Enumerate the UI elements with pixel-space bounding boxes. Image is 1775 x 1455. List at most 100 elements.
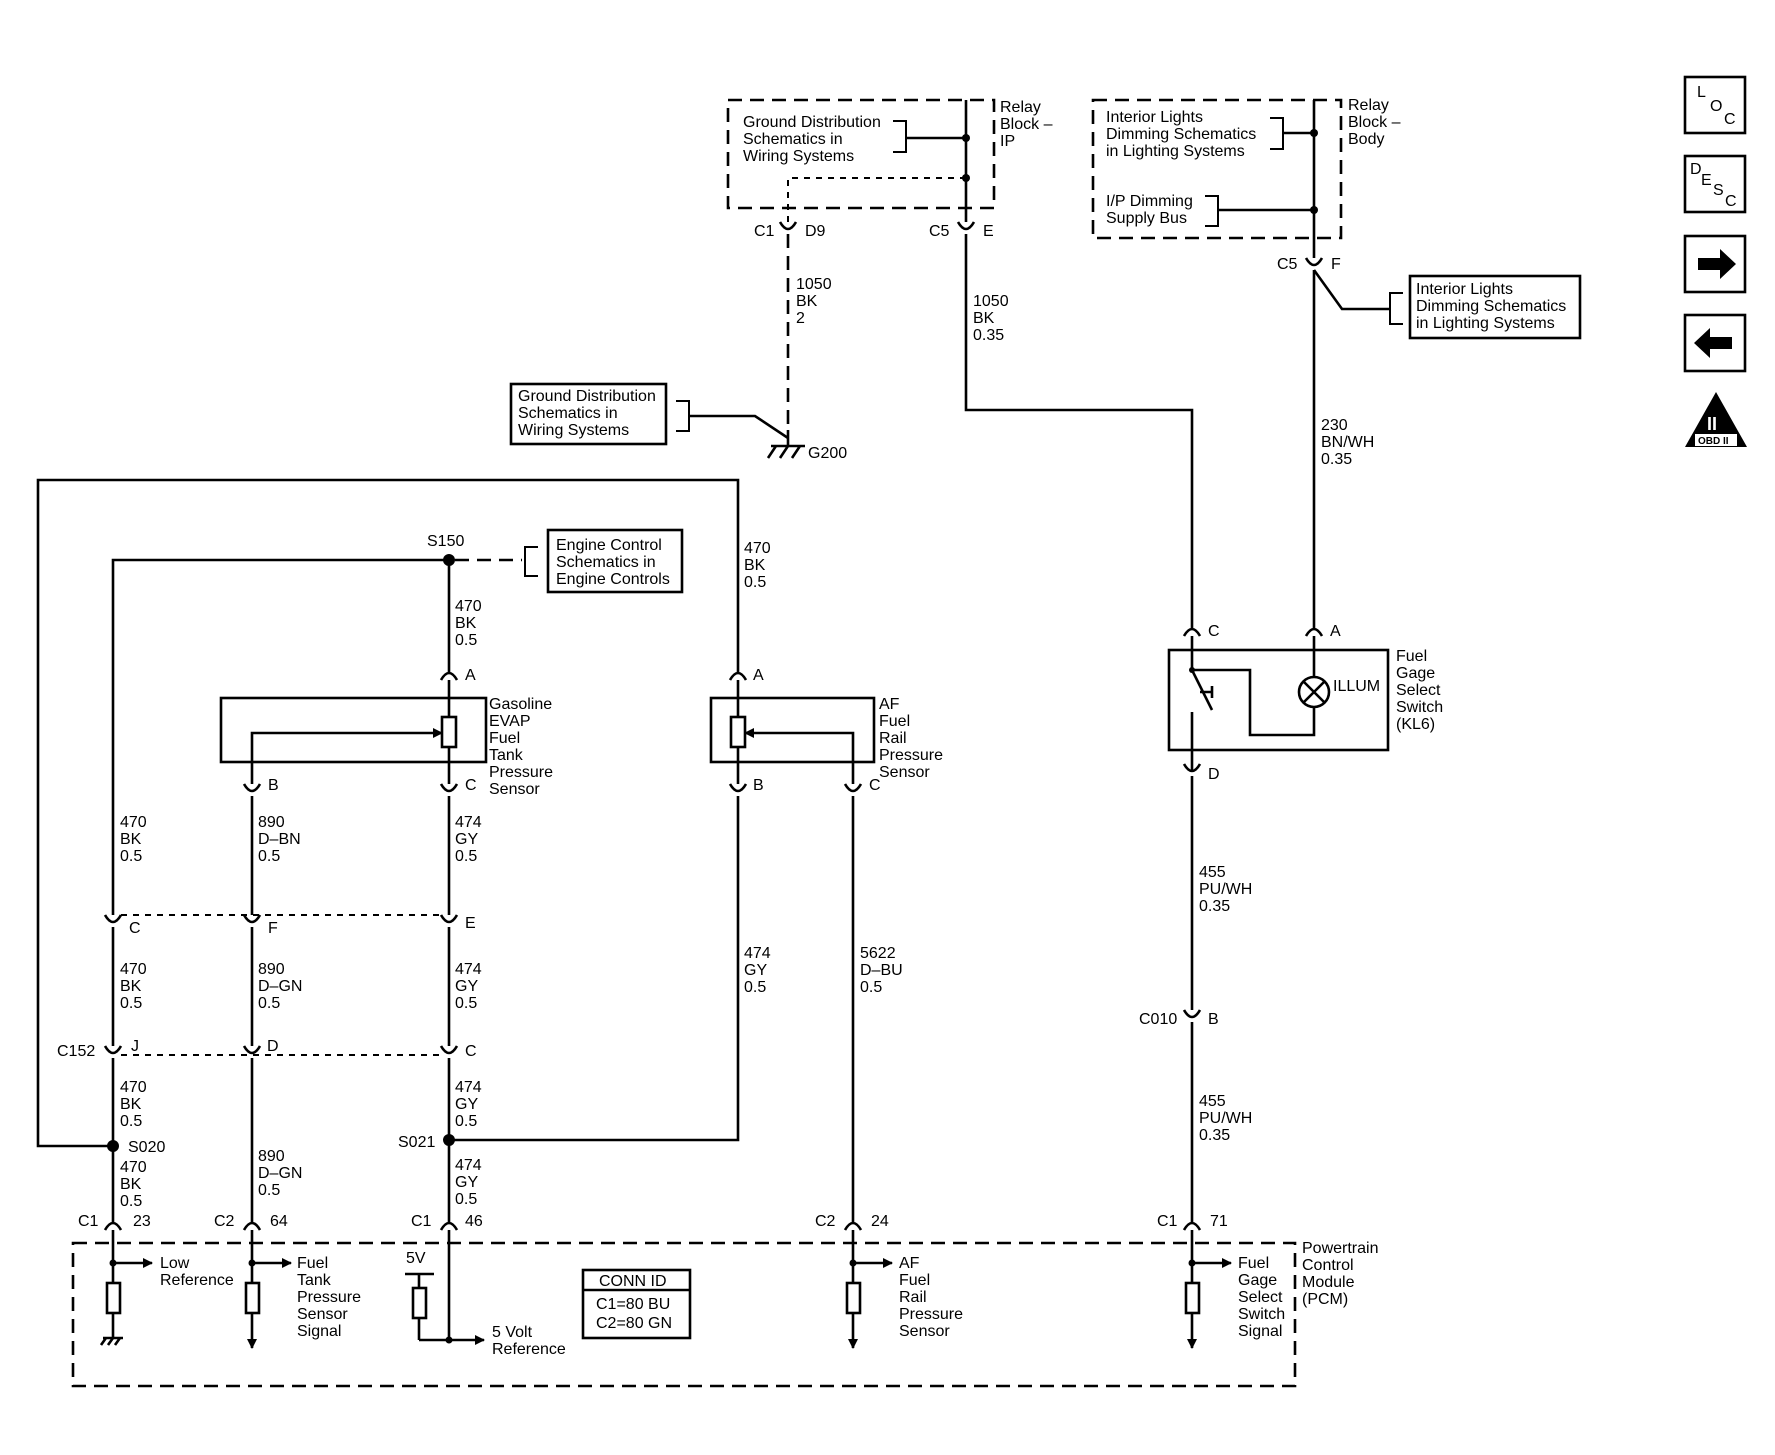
svg-text:E: E bbox=[1701, 172, 1712, 189]
relay-block-ip-box bbox=[726, 98, 996, 210]
svg-text:C: C bbox=[1208, 623, 1220, 640]
svg-text:C1: C1 bbox=[1157, 1213, 1178, 1230]
wire-label-470-l2: 470 BK 0.5 bbox=[120, 961, 151, 1012]
evap-fuel-tank-pressure-sensor: A B C Gasoline EVAP Fuel Tank Pressure S… bbox=[219, 667, 557, 798]
svg-text:C: C bbox=[1725, 193, 1737, 210]
wire-label-470-l4: 470 BK 0.5 bbox=[120, 1159, 151, 1210]
connector-c5-e: C5 E bbox=[929, 221, 994, 240]
wire-label-474-right: 474 GY 0.5 bbox=[744, 945, 775, 996]
splice-s020-label: S020 bbox=[128, 1139, 165, 1156]
svg-text:C: C bbox=[465, 1043, 477, 1060]
wire-label-474-4: 474 GY 0.5 bbox=[455, 1157, 486, 1208]
splice-s020 bbox=[107, 1140, 119, 1152]
svg-text:C2=80 GN: C2=80 GN bbox=[596, 1315, 672, 1332]
wire-label-474-2: 474 GY 0.5 bbox=[455, 961, 486, 1012]
svg-text:S: S bbox=[1713, 182, 1724, 199]
next-arrow-button[interactable] bbox=[1683, 234, 1747, 294]
svg-text:D: D bbox=[1208, 766, 1220, 783]
svg-text:B: B bbox=[268, 777, 279, 794]
svg-text:46: 46 bbox=[465, 1213, 483, 1230]
wire-1050-bk-035 bbox=[964, 234, 1194, 628]
engine-control-ref-box[interactable] bbox=[546, 528, 684, 594]
svg-text:C1: C1 bbox=[411, 1213, 432, 1230]
af-sensor-label: AF Fuel Rail Pressure Sensor bbox=[879, 696, 947, 781]
ground-icon bbox=[99, 1336, 123, 1346]
five-volt-reference-label: 5 Volt Reference bbox=[492, 1324, 566, 1358]
splice-s021-label: S021 bbox=[398, 1134, 435, 1151]
svg-text:D: D bbox=[267, 1038, 279, 1055]
svg-text:E: E bbox=[465, 915, 476, 932]
interior-lights-ref-box[interactable] bbox=[1408, 274, 1582, 340]
interior-lights-ref: Interior Lights Dimming Schematics in Li… bbox=[1416, 281, 1571, 332]
svg-text:C1=80 BU: C1=80 BU bbox=[596, 1296, 670, 1313]
svg-text:G200: G200 bbox=[808, 445, 847, 462]
svg-text:L: L bbox=[1697, 84, 1706, 101]
relay-body-interior-ref: Interior Lights Dimming Schematics in Li… bbox=[1106, 109, 1261, 160]
illum-lamp-icon bbox=[1297, 675, 1331, 709]
pcm-pin-c1-23: C1 23 bbox=[78, 1213, 151, 1231]
ground-distribution-ref: Ground Distribution Schematics in Wiring… bbox=[518, 388, 660, 439]
pcm-pin-c2-64: C2 64 bbox=[214, 1213, 288, 1231]
svg-text:J: J bbox=[131, 1038, 139, 1055]
illum-label: ILLUM bbox=[1333, 678, 1380, 695]
connector-c010: C010 B bbox=[1139, 1009, 1219, 1028]
fuel-tank-signal-label: Fuel Tank Pressure Sensor Signal bbox=[297, 1255, 365, 1340]
loc-button[interactable]: L O C bbox=[1683, 75, 1747, 135]
wire-label-890-d-bn: 890 D–BN 0.5 bbox=[258, 814, 305, 865]
pcm-label: Powertrain Control Module (PCM) bbox=[1302, 1240, 1383, 1308]
arrow-right-icon bbox=[1698, 249, 1736, 279]
wire-label-5622: 5622 D–BU 0.5 bbox=[860, 945, 907, 996]
relay-block-ip-title: Relay Block – IP bbox=[1000, 99, 1057, 150]
svg-text:C5: C5 bbox=[1277, 256, 1298, 273]
wire-label-1050-bk-035: 1050 BK 0.35 bbox=[973, 293, 1013, 344]
low-reference-label: Low Reference bbox=[160, 1255, 234, 1289]
evap-sensor-label: Gasoline EVAP Fuel Tank Pressure Sensor bbox=[489, 696, 557, 798]
wire-470-bk-loop bbox=[36, 478, 740, 1148]
svg-text:B: B bbox=[753, 777, 764, 794]
prev-arrow-button[interactable] bbox=[1683, 313, 1747, 373]
svg-text:C152: C152 bbox=[57, 1043, 95, 1060]
af-fuel-rail-pressure-sensor: A B C AF Fuel Rail Pressure Sensor bbox=[709, 667, 947, 794]
conn-id-box: CONN ID C1=80 BU C2=80 GN bbox=[581, 1268, 692, 1340]
potentiometer-icon bbox=[440, 715, 458, 749]
relay-ip-ref-bracket bbox=[893, 120, 907, 153]
wire-label-455-2: 455 PU/WH 0.35 bbox=[1199, 1093, 1257, 1144]
af-signal-label: AF Fuel Rail Pressure Sensor bbox=[899, 1255, 967, 1340]
relay-ip-ground-ref: Ground Distribution Schematics in Wiring… bbox=[743, 114, 885, 165]
resistor-icon bbox=[845, 1281, 862, 1315]
wire-label-470-right: 470 BK 0.5 bbox=[744, 540, 775, 591]
wire-label-1050-bk-2: 1050 BK 2 bbox=[796, 276, 836, 327]
harness-c-f-e: C F E bbox=[103, 914, 476, 937]
relay-block-body: Relay Block – Body Interior Lights Dimmi… bbox=[1091, 97, 1405, 273]
svg-text:71: 71 bbox=[1210, 1213, 1228, 1230]
svg-text:A: A bbox=[753, 667, 764, 684]
svg-text:A: A bbox=[465, 667, 476, 684]
switch-signal-label: Fuel Gage Select Switch Signal bbox=[1238, 1255, 1290, 1340]
svg-text:C1: C1 bbox=[78, 1213, 99, 1230]
pcm-module: Powertrain Control Module (PCM) C1 23 C2… bbox=[71, 1213, 1383, 1388]
wire-470-bk-s150 bbox=[111, 558, 451, 915]
desc-button[interactable]: D E S C bbox=[1683, 154, 1747, 214]
potentiometer-icon bbox=[729, 715, 747, 749]
resistor-icon bbox=[411, 1286, 428, 1320]
obd-ii-button[interactable]: II OBD II bbox=[1685, 392, 1747, 447]
svg-text:C2: C2 bbox=[815, 1213, 836, 1230]
five-volt-label: 5V bbox=[406, 1250, 426, 1267]
pcm-pin-c1-71: C1 71 bbox=[1157, 1213, 1228, 1231]
relay-body-dimming-bus-ref: I/P Dimming Supply Bus bbox=[1106, 193, 1197, 227]
splice-s021 bbox=[443, 1134, 455, 1146]
svg-text:24: 24 bbox=[871, 1213, 889, 1230]
svg-text:O: O bbox=[1710, 98, 1722, 115]
relay-block-body-title: Relay Block – Body bbox=[1348, 97, 1405, 148]
switch-box bbox=[1167, 648, 1390, 752]
resistor-icon bbox=[1184, 1281, 1201, 1315]
svg-text:C1: C1 bbox=[754, 223, 775, 240]
svg-text:CONN ID: CONN ID bbox=[599, 1273, 667, 1290]
svg-text:D: D bbox=[1690, 161, 1702, 178]
svg-text:II: II bbox=[1707, 414, 1717, 434]
resistor-icon bbox=[105, 1281, 122, 1315]
ground-g200: G200 bbox=[766, 430, 847, 462]
wire-label-470-s150: 470 BK 0.5 bbox=[455, 598, 486, 649]
svg-text:C010: C010 bbox=[1139, 1011, 1177, 1028]
ground-distribution-ref-box[interactable] bbox=[509, 382, 668, 446]
